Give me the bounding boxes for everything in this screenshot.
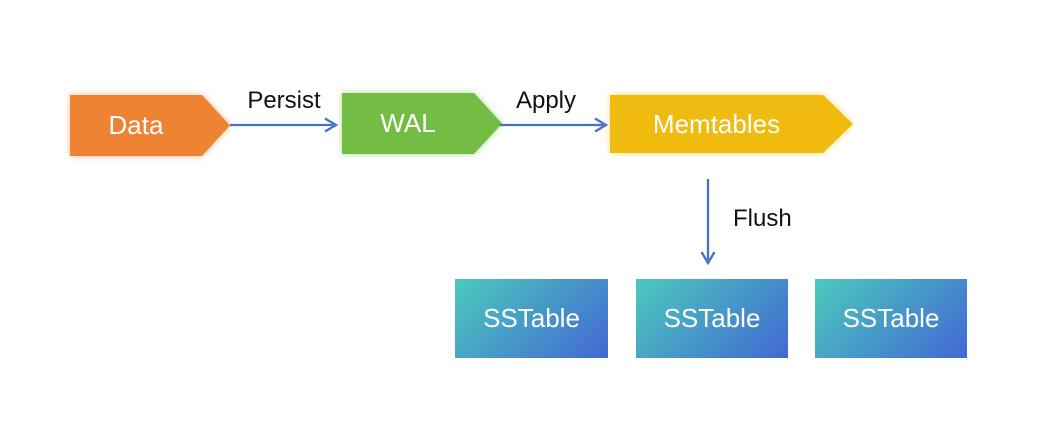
pentagon-arrow-shape: Data — [70, 95, 230, 156]
node-memtables-label: Memtables — [652, 108, 781, 139]
sstable-box: SSTable — [636, 279, 788, 358]
sstable-label: SSTable — [663, 303, 761, 333]
node-data: Data — [70, 95, 230, 156]
pentagon-arrow-shape: WAL — [342, 93, 502, 154]
pentagon-arrow-shape: Memtables — [610, 95, 853, 153]
sstable-label: SSTable — [483, 303, 580, 333]
apply-arrow-icon — [500, 117, 609, 133]
node-data-label: Data — [108, 110, 164, 140]
persist-arrow-icon — [230, 117, 339, 133]
persist-edge-label: Persist — [247, 87, 321, 114]
apply-edge-label: Apply — [515, 87, 577, 114]
node-wal-label: WAL — [380, 108, 436, 138]
node-memtables: Memtables — [610, 95, 853, 153]
sstable-box: SSTable — [455, 279, 608, 358]
flush-arrow-icon — [700, 179, 716, 266]
sstable-box: SSTable — [815, 279, 967, 358]
node-wal: WAL — [342, 93, 502, 154]
sstable-label: SSTable — [842, 303, 940, 333]
flush-edge-label: Flush — [733, 205, 792, 232]
